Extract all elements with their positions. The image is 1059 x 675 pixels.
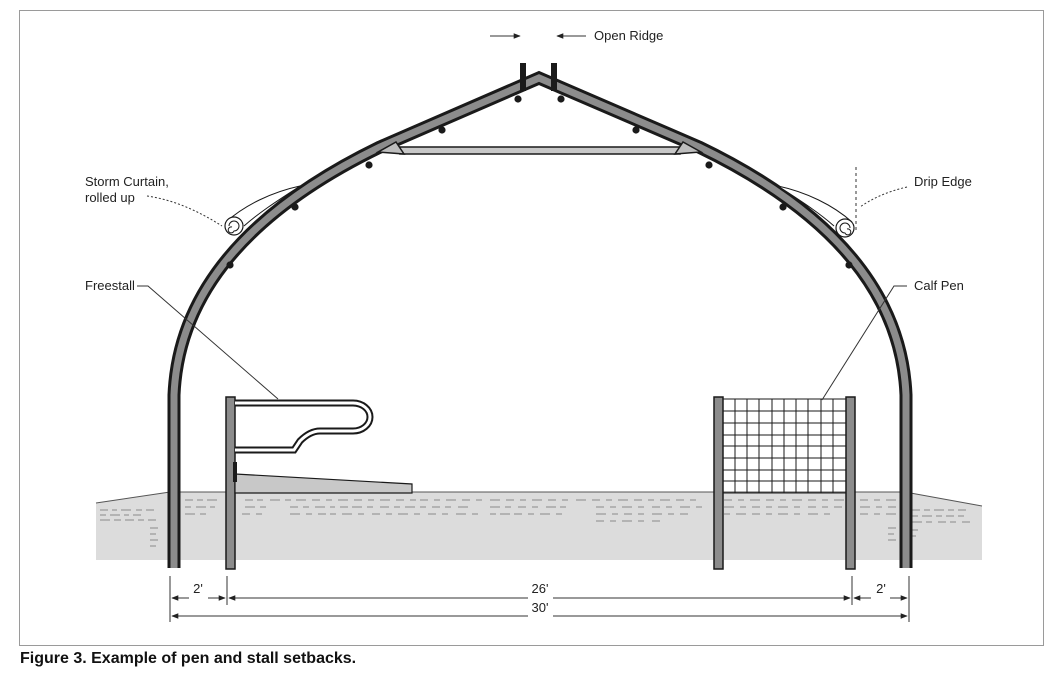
collar-tie bbox=[375, 141, 704, 155]
total-span-dimension: 30' bbox=[532, 600, 549, 615]
inner-span-dimension: 26' bbox=[532, 581, 549, 596]
drip-edge-label: Drip Edge bbox=[914, 174, 972, 189]
ridge-vents bbox=[520, 63, 557, 91]
dimension-lines bbox=[169, 576, 910, 622]
freestall bbox=[225, 396, 413, 570]
purlins bbox=[226, 95, 853, 269]
open-ridge-label: Open Ridge bbox=[594, 28, 663, 43]
ground bbox=[95, 491, 983, 560]
storm-curtain-right bbox=[777, 185, 855, 238]
calf-pen bbox=[713, 396, 856, 570]
left-setback-dimension: 2' bbox=[193, 581, 203, 596]
freestall-label: Freestall bbox=[85, 278, 135, 293]
storm-curtain-label-line2: rolled up bbox=[85, 190, 135, 205]
figure-caption: Figure 3. Example of pen and stall setba… bbox=[20, 650, 357, 667]
leader-lines bbox=[137, 33, 908, 401]
arch-frame bbox=[167, 70, 913, 568]
figure-frame bbox=[19, 10, 1044, 646]
right-setback-dimension: 2' bbox=[876, 581, 886, 596]
ground-texture bbox=[100, 499, 970, 547]
calf-pen-label: Calf Pen bbox=[914, 278, 964, 293]
storm-curtain-label-line1: Storm Curtain, bbox=[85, 174, 169, 189]
storm-curtain-left bbox=[224, 185, 301, 236]
